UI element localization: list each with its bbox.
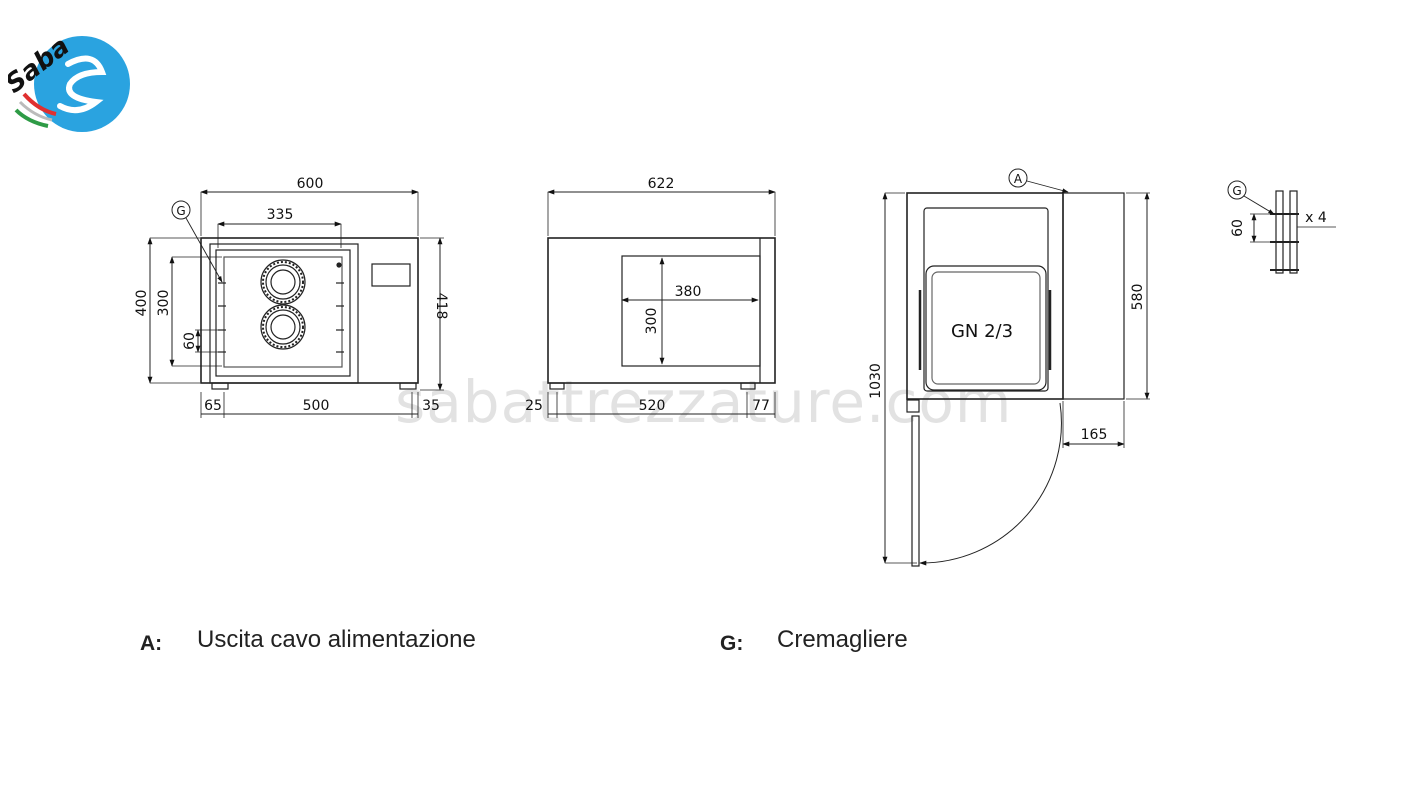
rack-detail	[1227, 180, 1336, 274]
front-foot-left	[211, 382, 229, 390]
legend-text-g: Cremagliere	[777, 626, 908, 653]
logo-flag-white	[18, 100, 53, 122]
side-labels: 622 380 300 25 520 77	[525, 176, 770, 414]
front-rack-ticks	[218, 282, 344, 353]
dim-165-label: 165	[1081, 427, 1108, 443]
logo-flag-green	[14, 108, 49, 128]
dim-35-label: 35	[422, 398, 440, 414]
dim-600-label: 600	[297, 176, 324, 192]
callout-g-circle	[171, 200, 191, 220]
dim-500-label: 500	[303, 398, 330, 414]
door-open	[911, 415, 920, 567]
dim-rack-60-label: 60	[1230, 219, 1246, 237]
dim-300-label: 300	[156, 290, 172, 317]
control-panel	[371, 263, 411, 287]
logo-flag-red	[22, 92, 57, 116]
callout-g-leader	[185, 217, 223, 283]
callout-a-label: A	[1014, 172, 1023, 186]
rack-labels: G 60 x 4	[1230, 184, 1327, 237]
front-labels: 600 335 400 300 60 418 65 500 35 G	[134, 176, 449, 414]
door-swing-arc	[919, 402, 1062, 566]
side-view	[547, 189, 776, 418]
top-side-panel	[1062, 192, 1125, 400]
dim-side-300-label: 300	[644, 308, 660, 335]
dim-335-label: 335	[267, 207, 294, 223]
front-cavity	[223, 256, 343, 368]
side-foot-right	[740, 382, 756, 390]
front-foot-right	[399, 382, 417, 390]
dim-400-label: 400	[134, 290, 150, 317]
dim-1030-label: 1030	[868, 363, 884, 399]
gn-tray-inner	[931, 271, 1041, 385]
fan-bottom	[260, 304, 306, 350]
door-latch	[336, 262, 342, 268]
dim-622-label: 622	[648, 176, 675, 192]
rack-post-left	[1275, 190, 1284, 274]
callout-a-circle	[1008, 168, 1028, 188]
legend-key-a: A:	[140, 632, 163, 655]
side-cavity	[621, 255, 761, 367]
top-cavity	[923, 207, 1049, 392]
logo-s-mark	[57, 55, 107, 114]
rack-count-label: x 4	[1305, 210, 1327, 226]
dim-25-label: 25	[525, 398, 543, 414]
door-hinge	[906, 399, 920, 413]
callout-g-label: G	[176, 204, 185, 218]
saba-logo: Saba	[8, 31, 130, 132]
fan-top	[260, 259, 306, 305]
gn-tray	[925, 265, 1047, 391]
dim-418-label: 418	[433, 293, 449, 320]
side-body	[547, 237, 776, 384]
callout-rack-g-leader	[1243, 195, 1275, 215]
dim-520-label: 520	[639, 398, 666, 414]
callout-rack-g-circle	[1227, 180, 1247, 200]
side-foot-left	[549, 382, 565, 390]
legend-text-a: Uscita cavo alimentazione	[197, 626, 476, 653]
dim-380-label: 380	[675, 284, 702, 300]
watermark: sabattrezzature.com	[395, 368, 1013, 436]
front-door-frame	[209, 243, 359, 384]
rack-post-right	[1289, 190, 1298, 274]
front-door-glass	[215, 249, 351, 377]
legend-key-g: G:	[720, 632, 744, 655]
top-labels: A GN 2/3 1030 580 165	[868, 172, 1146, 443]
front-view	[147, 189, 444, 418]
callout-a-leader	[1026, 180, 1069, 193]
callout-rack-g-label: G	[1232, 184, 1241, 198]
dim-65-label: 65	[204, 398, 222, 414]
dim-60-label: 60	[182, 332, 198, 350]
gn-tray-label: GN 2/3	[951, 321, 1013, 342]
front-body	[200, 237, 419, 384]
dim-77-label: 77	[752, 398, 770, 414]
top-view	[882, 168, 1150, 567]
dim-580-label: 580	[1130, 284, 1146, 311]
